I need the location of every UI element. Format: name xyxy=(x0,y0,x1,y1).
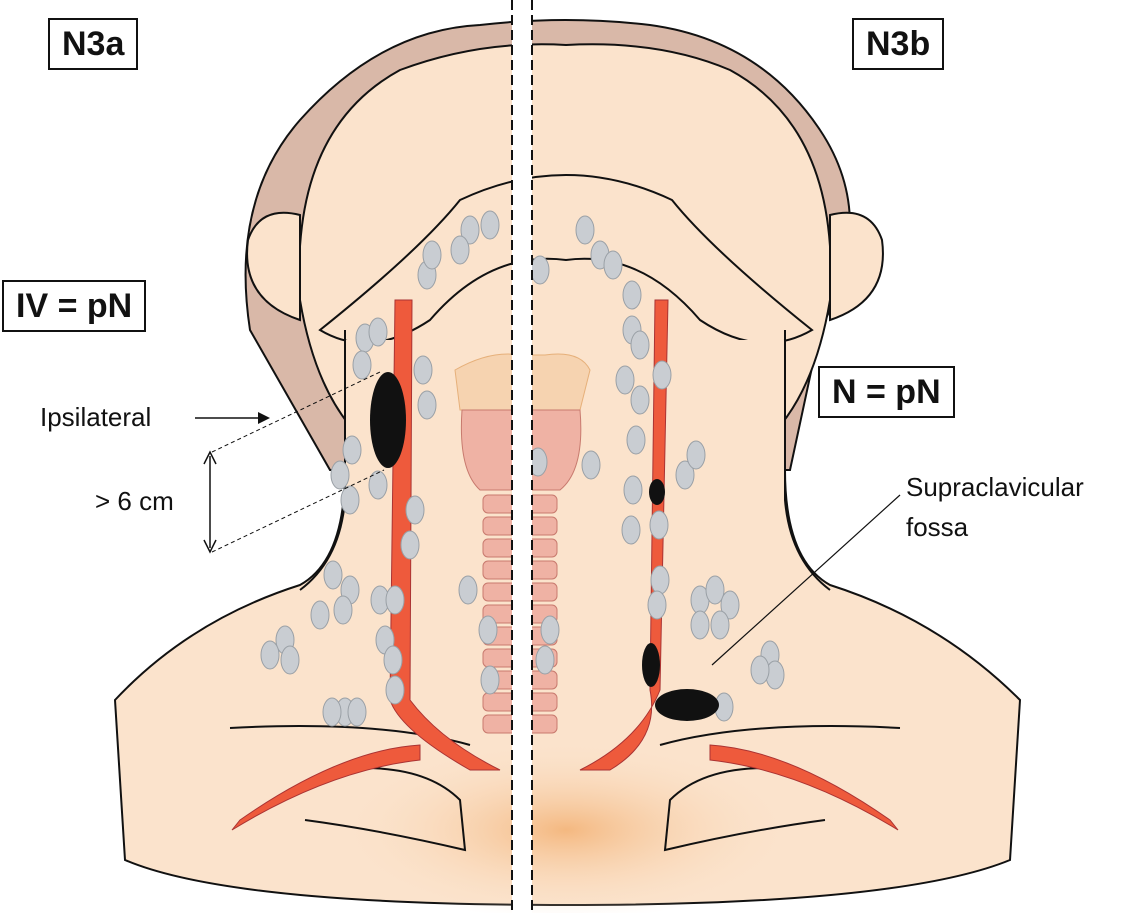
lymph-node xyxy=(342,435,362,465)
lymph-node xyxy=(405,495,425,525)
lymph-node xyxy=(535,645,555,675)
lymph-node xyxy=(330,460,350,490)
right-ear xyxy=(829,211,884,322)
lymph-node xyxy=(626,425,646,455)
left-carotid xyxy=(389,299,501,771)
right-clavicle xyxy=(659,725,901,746)
lymph-node xyxy=(323,560,343,590)
lymph-node xyxy=(650,565,670,595)
lymph-node xyxy=(458,575,478,605)
lymph-node xyxy=(280,645,300,675)
lymph-node xyxy=(322,697,342,727)
lymph-node xyxy=(333,595,353,625)
sternal-shading xyxy=(336,740,796,913)
metastatic-node-right-2 xyxy=(642,643,660,687)
condition-label-left: IV = pN xyxy=(2,280,147,332)
lymph-node xyxy=(413,355,433,385)
lymph-node xyxy=(750,655,770,685)
lymph-node xyxy=(615,365,635,395)
supraclavicular-pointer xyxy=(711,494,901,666)
lymph-node xyxy=(383,645,403,675)
lymph-node xyxy=(260,640,280,670)
condition-label-right: N = pN xyxy=(818,366,955,418)
lymph-node xyxy=(385,675,405,705)
lymph-node xyxy=(649,510,669,540)
lymph-node xyxy=(705,575,725,605)
lymph-node xyxy=(480,665,500,695)
lymph-node xyxy=(368,317,388,347)
left-ear xyxy=(246,211,301,322)
lymph-node xyxy=(478,615,498,645)
stage-label-n3b: N3b xyxy=(852,18,945,70)
right-carotid xyxy=(579,299,669,771)
supraclavicular-label: Supraclavicular xyxy=(906,472,1084,502)
lymph-node xyxy=(581,450,601,480)
lymph-node xyxy=(690,610,710,640)
lymph-node xyxy=(622,280,642,310)
lymph-node xyxy=(540,615,560,645)
lymph-node xyxy=(422,240,442,270)
lymph-node xyxy=(480,210,500,240)
lymph-node xyxy=(686,440,706,470)
lymph-nodes xyxy=(260,210,785,727)
lymph-node xyxy=(385,585,405,615)
lymph-node xyxy=(675,460,695,490)
lymph-node xyxy=(647,590,667,620)
metastatic-node-large-left xyxy=(370,372,406,468)
lymph-node xyxy=(652,360,672,390)
ipsilateral-label: Ipsilateral xyxy=(40,402,152,432)
lymph-node xyxy=(417,390,437,420)
lymph-node xyxy=(621,515,641,545)
lymph-node xyxy=(352,350,372,380)
lymph-node xyxy=(710,610,730,640)
lymph-node xyxy=(630,385,650,415)
lymph-node xyxy=(340,485,360,515)
lymph-node xyxy=(530,255,550,285)
left-subclavian xyxy=(231,744,421,831)
lymph-node xyxy=(368,470,388,500)
lymph-node xyxy=(460,215,480,245)
stage-label-n3a: N3a xyxy=(48,18,139,70)
lymph-node xyxy=(630,330,650,360)
lymph-node xyxy=(623,475,643,505)
right-subclavian xyxy=(709,744,899,831)
lymph-node xyxy=(603,250,623,280)
lymph-node xyxy=(347,697,367,727)
size-label: > 6 cm xyxy=(95,486,174,516)
lymph-node xyxy=(450,235,470,265)
metastatic-node-right-1 xyxy=(649,479,665,505)
lymph-node xyxy=(310,600,330,630)
metastatic-node-supraclavicular xyxy=(655,689,719,721)
lymph-node xyxy=(400,530,420,560)
lymph-node xyxy=(575,215,595,245)
lymph-node xyxy=(720,590,740,620)
fossa-label: fossa xyxy=(906,512,969,542)
